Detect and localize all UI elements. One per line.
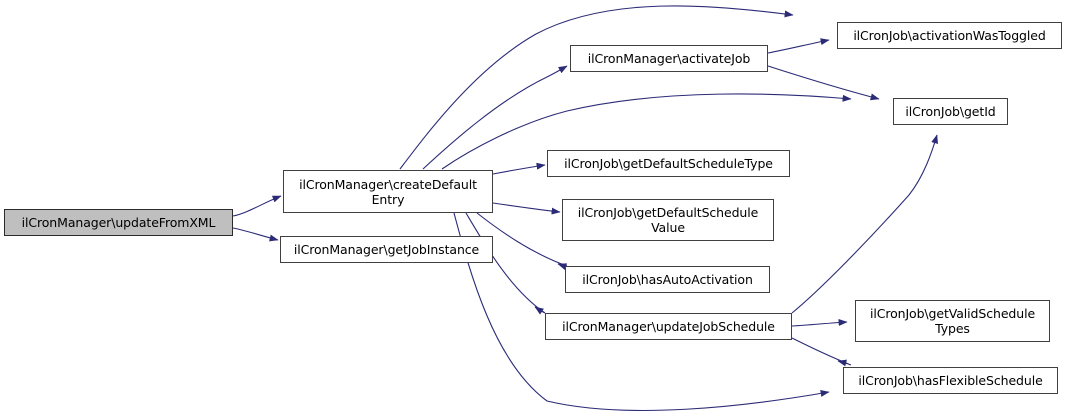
edge-createDefaultEntry-to-activationWasToggled (399, 5, 794, 170)
edge-updateFromXML-to-getJobInstance (232, 227, 279, 242)
node-activationWasToggled[interactable]: ilCronJob\activationWasToggled (837, 22, 1062, 49)
node-hasAutoActivation[interactable]: ilCronJob\hasAutoActivation (565, 266, 770, 293)
node-updateFromXML[interactable]: ilCronManager\updateFromXML (4, 209, 233, 236)
node-createDefaultEntry[interactable]: ilCronManager\createDefault Entry (283, 170, 493, 213)
node-hasFlexibleSchedule[interactable]: ilCronJob\hasFlexibleSchedule (843, 367, 1058, 394)
node-getValidScheduleTypes[interactable]: ilCronJob\getValidSchedule Types (855, 300, 1050, 342)
edge-createDefaultEntry-to-updateJobSchedule (465, 212, 546, 315)
node-updateJobSchedule[interactable]: ilCronManager\updateJobSchedule (545, 313, 792, 340)
edge-createDefaultEntry-to-getDefaultScheduleValue (492, 202, 561, 215)
edge-updateJobSchedule-to-hasFlexibleSchedule (791, 337, 852, 367)
edge-updateJobSchedule-to-getId (791, 134, 938, 314)
node-getDefaultScheduleValue[interactable]: ilCronJob\getDefaultSchedule Value (562, 199, 774, 241)
node-activateJob[interactable]: ilCronManager\activateJob (570, 45, 768, 72)
edge-createDefaultEntry-to-hasFlexibleSchedule (453, 212, 830, 412)
edge-createDefaultEntry-to-getDefaultScheduleType (492, 162, 546, 175)
node-getId[interactable]: ilCronJob\getId (893, 98, 1008, 125)
edge-activateJob-to-getId (767, 65, 880, 101)
edge-createDefaultEntry-to-activateJob (422, 65, 568, 170)
node-getDefaultScheduleType[interactable]: ilCronJob\getDefaultScheduleType (547, 150, 790, 177)
node-getJobInstance[interactable]: ilCronManager\getJobInstance (280, 236, 493, 263)
edge-updateFromXML-to-createDefaultEntry (232, 195, 282, 217)
edge-activateJob-to-activationWasToggled (767, 38, 830, 54)
edge-updateJobSchedule-to-getValidScheduleTypes (791, 318, 848, 327)
